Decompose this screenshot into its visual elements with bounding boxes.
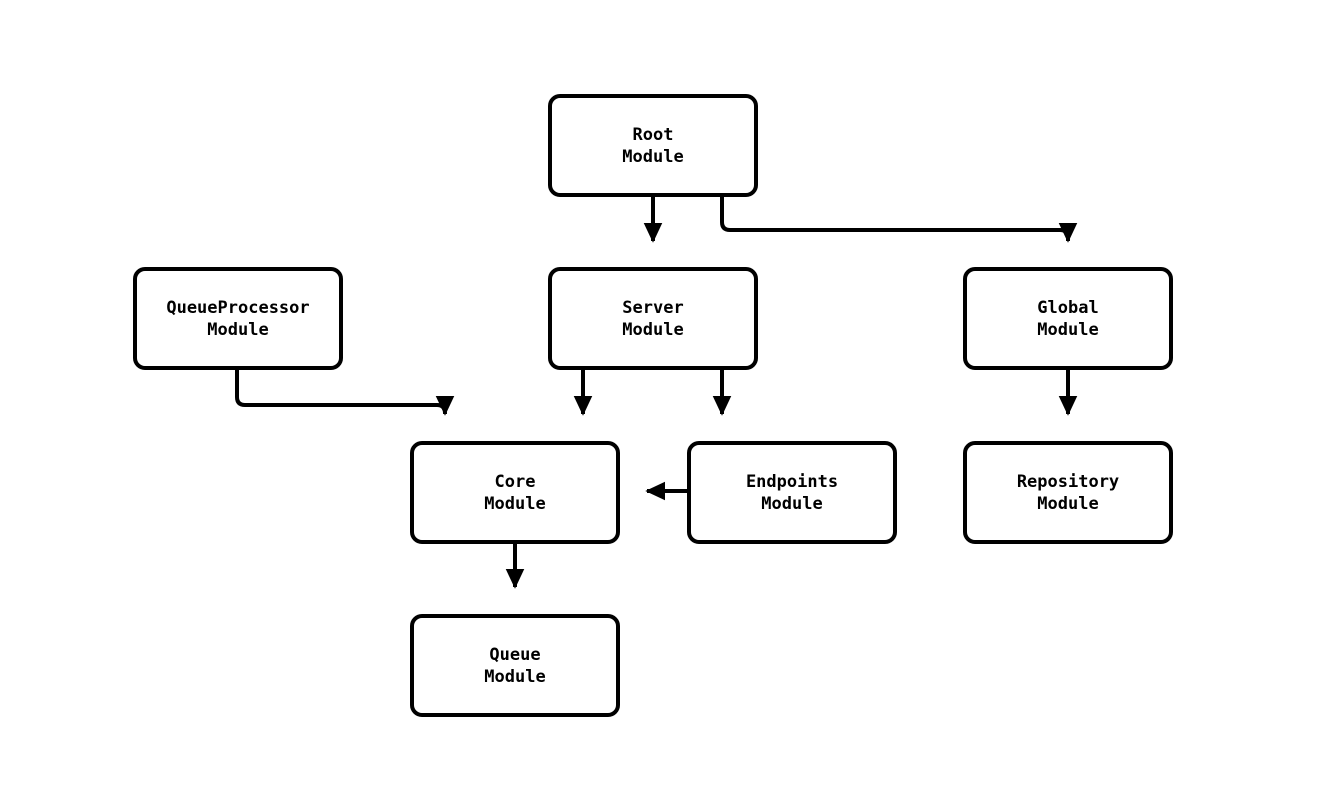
node-root-module-line2: Module (622, 146, 684, 167)
node-root-module[interactable]: Root Module (548, 94, 758, 197)
node-repository-module-line1: Repository (1016, 471, 1120, 492)
node-global-module-line1: Global (1037, 297, 1099, 318)
node-root-module-line1: Root (632, 124, 674, 145)
node-server-module-line1: Server (622, 297, 684, 318)
node-core-module-line1: Core (494, 471, 536, 492)
node-queue-module-line2: Module (484, 666, 546, 687)
node-queueprocessor-module-line1: QueueProcessor (166, 297, 310, 318)
node-endpoints-module[interactable]: Endpoints Module (687, 441, 897, 544)
node-endpoints-module-line1: Endpoints (745, 471, 839, 492)
node-server-module[interactable]: Server Module (548, 267, 758, 370)
node-queueprocessor-module-line2: Module (207, 319, 269, 340)
node-queueprocessor-module[interactable]: QueueProcessor Module (133, 267, 343, 370)
node-queue-module-line1: Queue (489, 644, 541, 665)
node-server-module-line2: Module (622, 319, 684, 340)
node-queue-module[interactable]: Queue Module (410, 614, 620, 717)
node-global-module-line2: Module (1037, 319, 1099, 340)
node-core-module[interactable]: Core Module (410, 441, 620, 544)
edge-queueprocessor-to-core (235, 370, 455, 416)
node-repository-module[interactable]: Repository Module (963, 441, 1173, 544)
node-endpoints-module-line2: Module (761, 493, 823, 514)
node-global-module[interactable]: Global Module (963, 267, 1173, 370)
edge-root-to-global (720, 197, 1078, 243)
node-repository-module-line2: Module (1037, 493, 1099, 514)
node-core-module-line2: Module (484, 493, 546, 514)
